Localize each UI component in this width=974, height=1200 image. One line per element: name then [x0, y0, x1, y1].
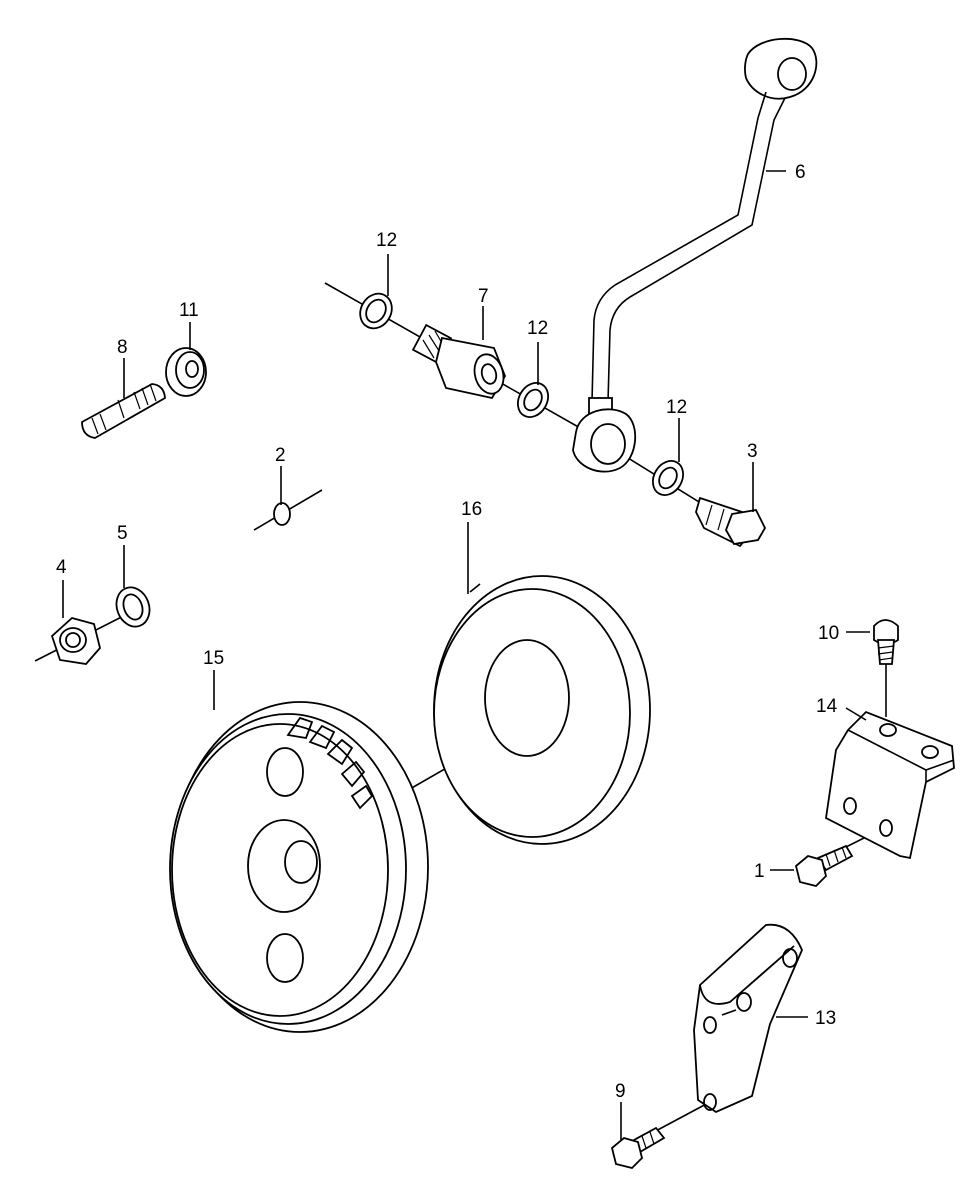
washer-part-5	[115, 586, 151, 628]
bolt-part-10	[873, 619, 899, 665]
washer-part-12-a	[359, 292, 393, 330]
callout-5: 5	[117, 523, 128, 544]
callout-11: 11	[179, 300, 199, 321]
callout-1: 1	[754, 861, 765, 882]
callout-10: 10	[818, 623, 839, 644]
bolt-part-9	[610, 1126, 666, 1169]
callout-13: 13	[815, 1008, 836, 1029]
callout-12-c: 12	[666, 397, 687, 418]
callout-9: 9	[615, 1081, 626, 1102]
callout-2: 2	[275, 445, 286, 466]
callout-6: 6	[795, 162, 806, 183]
callouts: 6 12 7 11 8 12 12 3 2 16 5 4 15 10 14 1 …	[56, 162, 839, 1102]
callout-15: 15	[203, 648, 224, 669]
stud-part-8	[81, 383, 166, 439]
pipe-part-6	[572, 37, 818, 473]
washer-part-12-b	[517, 382, 549, 418]
callout-16: 16	[461, 499, 482, 520]
callout-12-a: 12	[376, 230, 397, 251]
hex-nut-part-4	[50, 617, 101, 665]
bracket-part-14	[825, 710, 955, 860]
callout-8: 8	[117, 337, 128, 358]
banjo-bolt-part-3	[695, 496, 767, 548]
washer-part-12-c	[652, 460, 684, 496]
adapter-part-7	[411, 323, 506, 400]
gear-part-15	[169, 701, 429, 1033]
callout-7: 7	[478, 286, 489, 307]
callout-12-b: 12	[527, 318, 548, 339]
bracket-part-13	[693, 923, 803, 1114]
callout-4: 4	[56, 557, 67, 578]
callout-14: 14	[816, 696, 838, 717]
callout-3: 3	[747, 441, 758, 462]
o-ring-part-2	[273, 502, 291, 526]
disc-part-16	[433, 575, 651, 845]
flange-nut-part-11	[165, 347, 207, 397]
bolt-part-1	[794, 844, 854, 887]
leader-lines	[62, 170, 870, 1140]
